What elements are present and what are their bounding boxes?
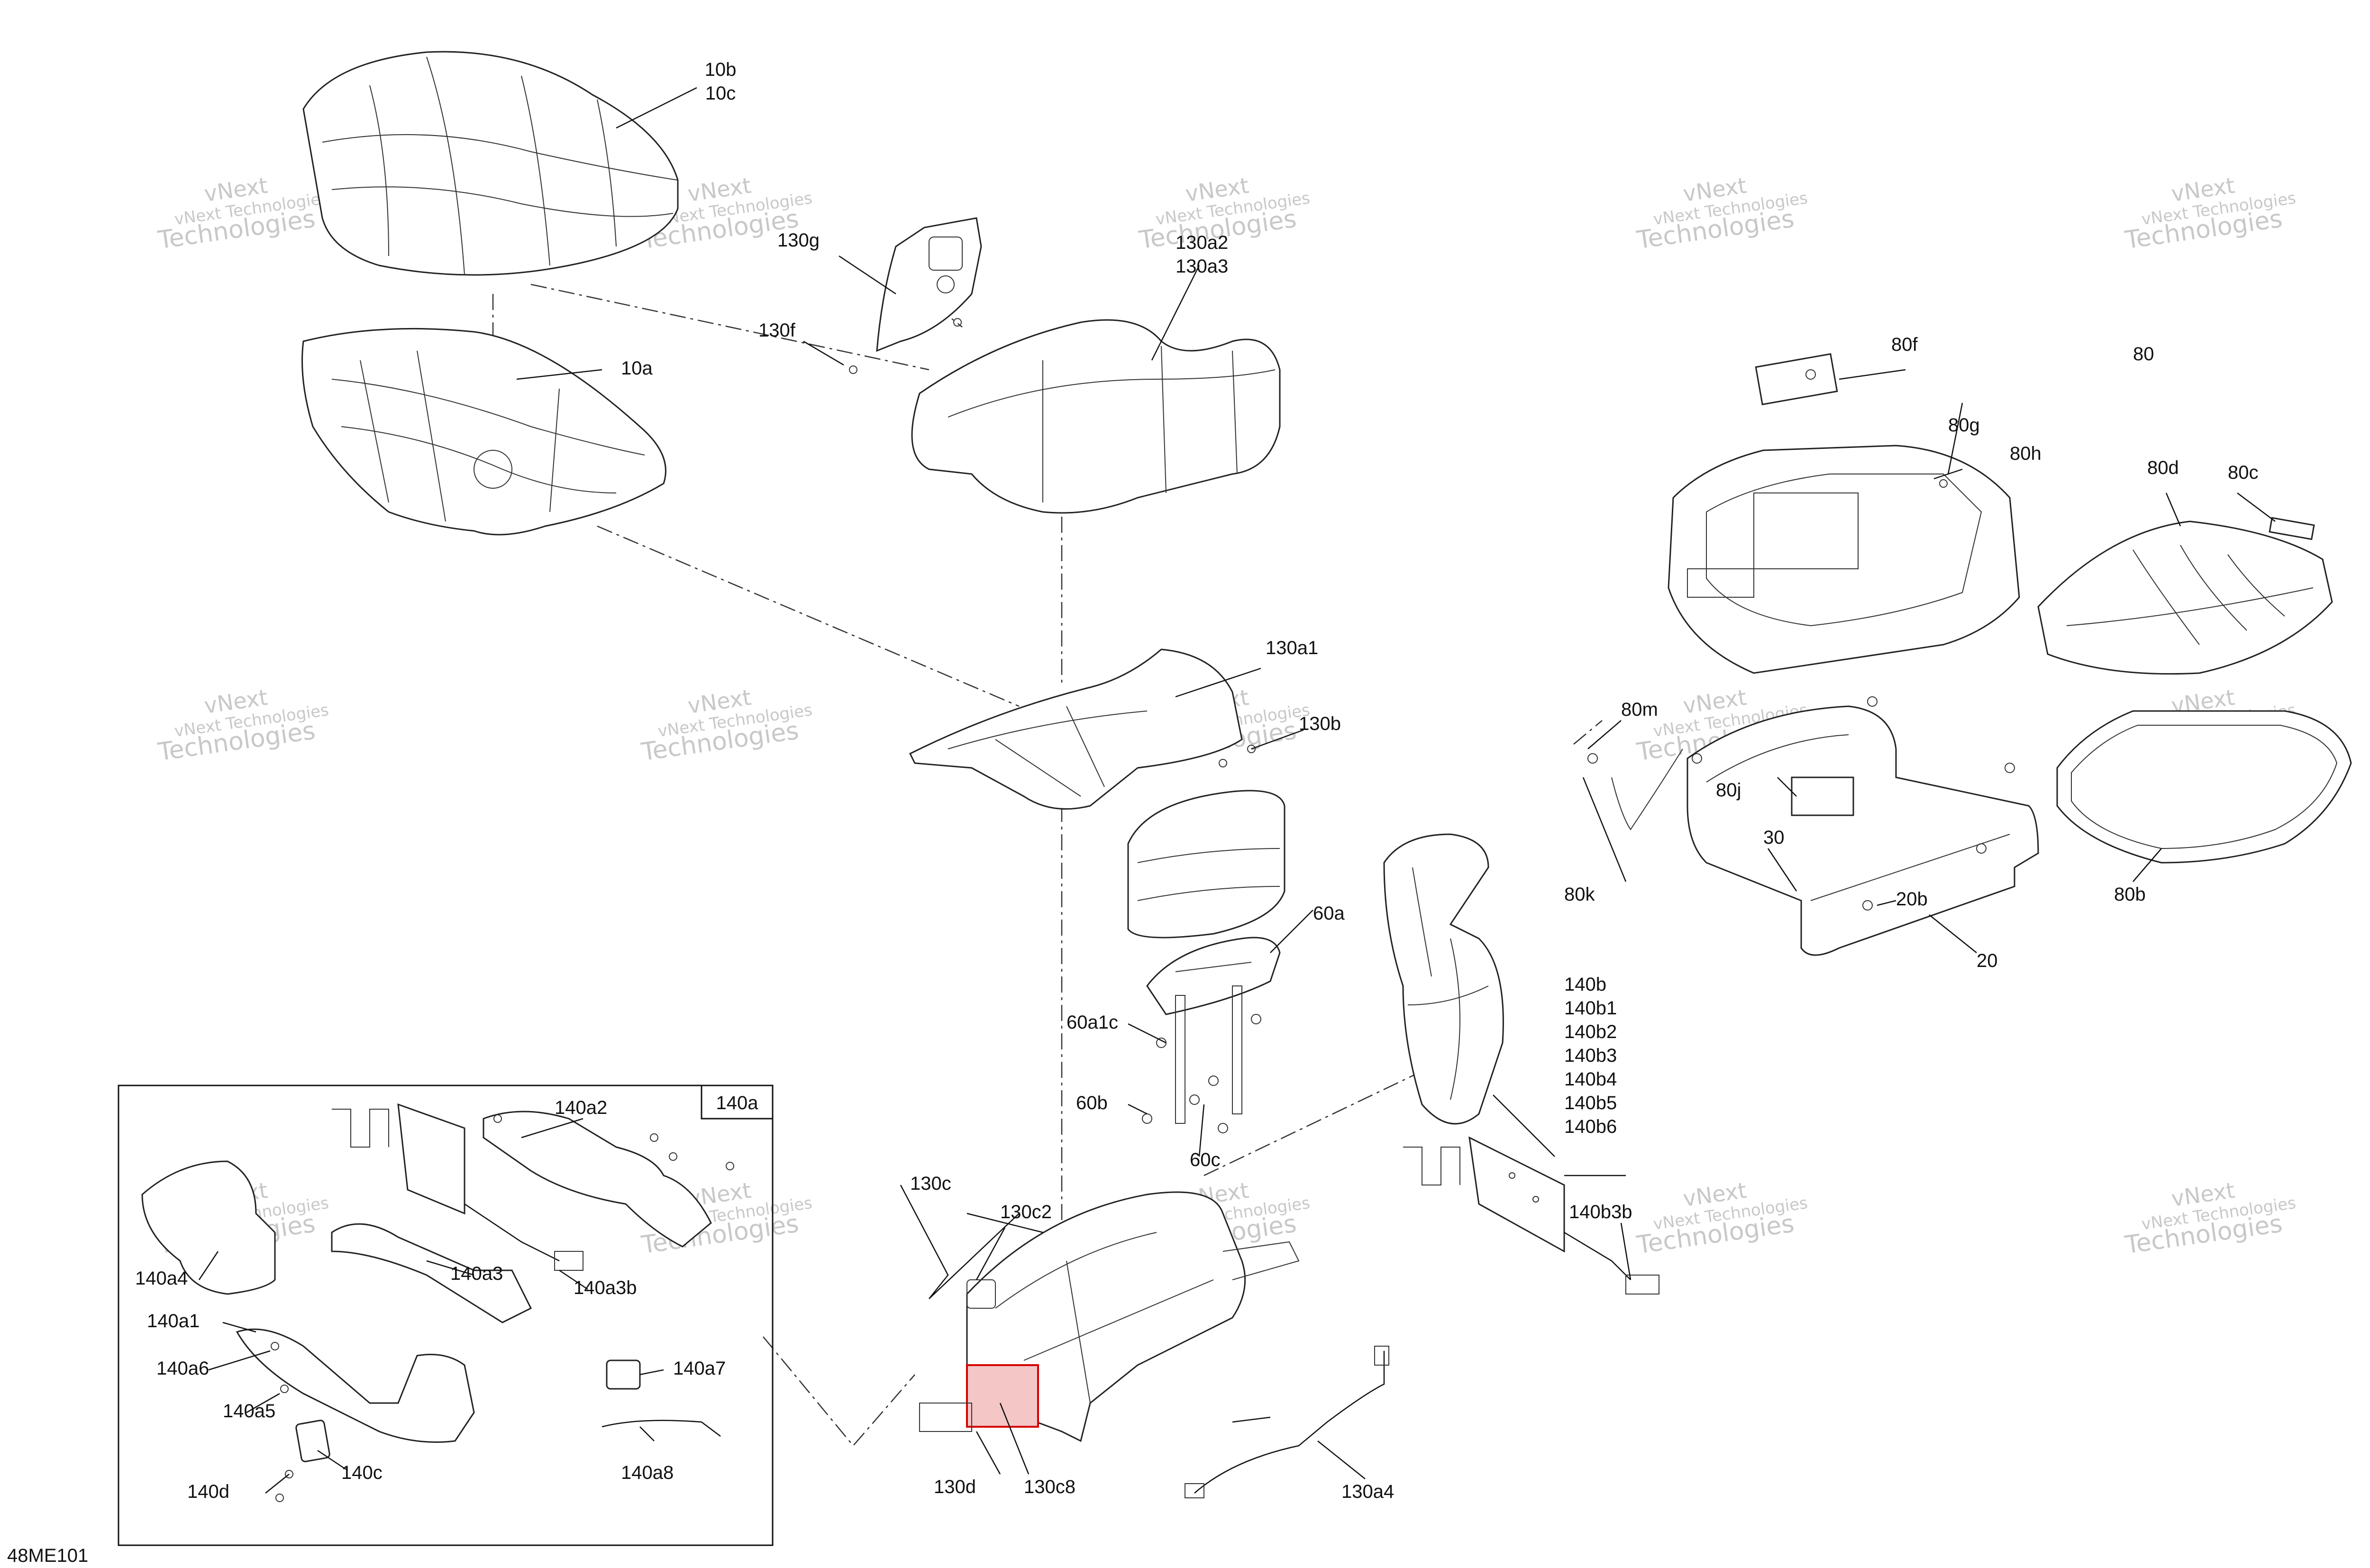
callout-140c: 140c [341,1462,383,1483]
callout-140b3b: 140b3b [1569,1202,1632,1222]
part-140c[interactable] [295,1420,330,1462]
armrest-part-140a4[interactable] [141,1160,276,1295]
watermark: vNext vNext Technologies Technologies [156,173,330,255]
support-frame-20[interactable] [1587,696,2039,956]
storage-tray-130a1[interactable] [909,648,1256,810]
callout-140a4: 140a4 [135,1268,188,1289]
seat-cover-130a2[interactable] [911,319,1281,514]
callout-130a2: 130a2 [1176,232,1228,253]
armrest-part-140a3[interactable] [331,1223,532,1323]
callout-130a4: 130a4 [1341,1481,1394,1502]
storage-box-80[interactable] [1668,353,2020,674]
armrest-140b[interactable] [1383,833,1504,1125]
callout-130f: 130f [758,320,796,341]
watermark: vNext vNext Technologies Technologies [639,684,813,767]
callout-140b: 140b [1564,974,1606,995]
callout-130d: 130d [934,1477,976,1497]
callout-20: 20 [1977,950,1998,971]
callout-60c: 60c [1190,1149,1221,1170]
callout-130g: 130g [777,230,820,251]
module-140a7[interactable] [606,1359,641,1390]
storage-lid-80d[interactable] [2037,517,2333,675]
watermark: vNext vNext Technologies Technologies [1635,1177,1809,1260]
watermark: vNext vNext Technologies Technologies [1137,173,1311,255]
callout-80: 80 [2133,344,2154,365]
callout-60b: 60b [1076,1093,1108,1113]
callout-80c: 80c [2228,462,2259,483]
callout-140a2: 140a2 [555,1097,607,1118]
callout-60a1c: 60a1c [1066,1012,1118,1033]
callout-80k: 80k [1564,884,1595,905]
callout-130a1: 130a1 [1266,638,1318,658]
armrest-part-140a2[interactable] [483,1111,712,1248]
inset-title: 140a [716,1093,759,1113]
callout-140b3: 140b3 [1564,1045,1617,1066]
seat-base-10a[interactable] [301,328,666,536]
callout-140a1: 140a1 [147,1311,200,1331]
callout-140a7: 140a7 [673,1358,726,1379]
callout-140b5: 140b5 [1564,1093,1617,1113]
callout-130b: 130b [1299,713,1341,734]
armrest-part-140a1[interactable] [236,1328,475,1443]
seat-cushion-10b[interactable] [302,51,679,276]
callout-10c: 10c [705,83,736,104]
callout-130c: 130c [910,1173,951,1194]
watermark: vNext vNext Technologies Technologies [156,684,330,767]
gasket-80b[interactable] [2056,710,2352,864]
callout-80f: 80f [1891,334,1918,355]
wire-harness-130a4[interactable] [1185,1346,1389,1498]
callouts: 10b 10c 10a 130g 130f 130a2 130a3 130a1 … [7,59,2259,1566]
assembly-lines [492,270,1603,1447]
highlighted-part-130c8[interactable] [966,1364,1039,1428]
watermark: vNext vNext Technologies Technologies [1635,173,1809,255]
callout-80d: 80d [2147,457,2179,478]
callout-60a: 60a [1313,903,1345,924]
seat-frame-130c[interactable] [919,1191,1300,1442]
trim-panel-130g[interactable] [849,217,982,374]
callout-140b4: 140b4 [1564,1069,1617,1090]
callout-140a5: 140a5 [223,1401,275,1422]
callout-130c8: 130c8 [1024,1477,1076,1497]
callout-80j: 80j [1716,780,1741,801]
callout-140a3b: 140a3b [574,1277,637,1298]
callout-140b2: 140b2 [1564,1021,1617,1042]
watermarks: vNext vNext Technologies Technologies vN… [156,173,2297,1260]
callout-10a: 10a [621,358,653,379]
heater-pad-140b3b[interactable] [1403,1136,1659,1295]
callout-80g: 80g [1948,415,1980,436]
callout-20b: 20b [1896,889,1928,910]
inset-140a: 140a [118,1085,774,1546]
callout-80m: 80m [1621,699,1658,720]
backrest-60a[interactable] [1127,790,1285,1133]
callout-80b: 80b [2114,884,2146,905]
callout-140b1: 140b1 [1564,998,1617,1019]
callout-80h: 80h [2010,443,2042,464]
callout-130a3: 130a3 [1176,256,1228,277]
callout-140a6: 140a6 [156,1358,209,1379]
callout-140a3: 140a3 [450,1263,503,1284]
watermark: vNext vNext Technologies Technologies [639,173,813,255]
diagram-code: 48ME101 [7,1545,88,1566]
callout-140d: 140d [187,1481,229,1502]
callout-140a8: 140a8 [621,1462,674,1483]
callout-140b6: 140b6 [1564,1116,1617,1137]
callout-10b: 10b [705,59,737,80]
callout-130c2: 130c2 [1000,1202,1052,1222]
watermark: vNext vNext Technologies Technologies [2123,1177,2297,1260]
watermark: vNext vNext Technologies Technologies [2123,173,2297,255]
callout-30: 30 [1763,827,1785,848]
harness-140a8[interactable] [602,1420,721,1437]
leader-lines [198,87,2276,1494]
